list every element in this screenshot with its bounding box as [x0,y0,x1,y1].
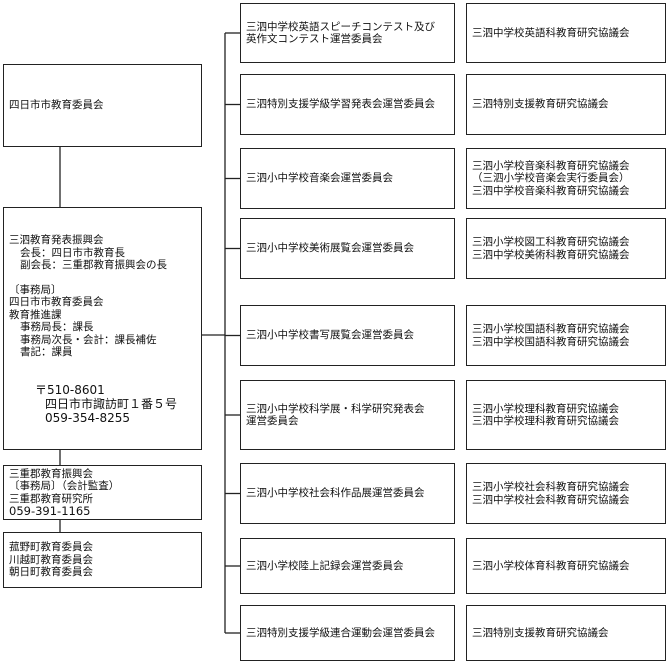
phone-number: 059-354-8255 [45,410,131,425]
council-chair: 会長：四日市市教育長 [20,246,125,259]
committee-label: 三泗中学校英語スピーチコンテスト及び [246,20,435,33]
council-box: 三泗小学校体育科教育研究協議会 [466,538,666,594]
committee-box: 三泗特別支援学級連合運動会運営委員会 [240,605,455,661]
council-label: 三泗中学校理科教育研究協議会 [472,415,619,427]
mie-line: 三重郡教育振興会 [9,467,93,480]
council-name: 三泗教育発表振興会 [9,234,104,246]
committee-box: 三泗小中学校音楽会運営委員会 [240,148,455,209]
committee-box: 三泗小中学校美術展覧会運営委員会 [240,218,455,279]
towns-box: 菰野町教育委員会 川越町教育委員会 朝日町教育委員会 [3,532,202,588]
committee-box: 三泗特別支援学級学習発表会運営委員会 [240,74,455,135]
mie-line: 〔事務局〕（会計監査） [9,480,120,492]
council-label: 三泗小学校理科教育研究協議会 [472,402,619,415]
council-box: 三泗小学校図工科教育研究協議会三泗中学校美術科教育研究協議会 [466,218,666,279]
mie-phone: 059-391-1165 [9,504,91,518]
committee-label: 三泗特別支援学級学習発表会運営委員会 [246,98,435,111]
address: 四日市市諏訪町１番５号 [45,396,178,411]
committee-label: 英作文コンテスト運営委員会 [246,33,383,45]
council-label: 三泗中学校美術科教育研究協議会 [472,248,630,261]
council-label: 三泗中学校英語科教育研究協議会 [472,26,630,39]
office-role: 書記：課員 [20,346,73,358]
council-box: 三泗特別支援教育研究協議会 [466,74,666,135]
council-box: 三泗小学校音楽科教育研究協議会（三泗小学校音楽会実行委員会）三泗中学校音楽科教育… [466,148,666,209]
postal-code: 〒510-8601 [35,382,105,397]
office-role: 事務局長：課長 [20,321,94,333]
town-item: 川越町教育委員会 [9,553,93,566]
committee-label: 三泗小中学校美術展覧会運営委員会 [246,242,414,255]
council-box: 三泗中学校英語科教育研究協議会 [466,3,666,63]
council-label: 三泗小学校音楽科教育研究協議会 [472,159,630,172]
council-box: 三泗小学校国語科教育研究協議会三泗中学校国語科教育研究協議会 [466,305,666,366]
office-heading: 〔事務局〕 [9,283,62,296]
committee-label: 三泗小中学校音楽会運営委員会 [246,172,393,185]
council-label: 三泗特別支援教育研究協議会 [472,98,609,111]
council-label: 三泗特別支援教育研究協議会 [472,626,609,639]
town-item: 朝日町教育委員会 [9,566,93,579]
council-box: 三泗特別支援教育研究協議会 [466,605,666,661]
council-label: 三泗中学校音楽科教育研究協議会 [472,184,630,197]
council-label: 三泗小学校体育科教育研究協議会 [472,559,630,572]
council-vice-chair: 副会長：三重郡教育振興会の長 [20,259,167,271]
office-org: 四日市市教育委員会 [9,296,104,308]
council-box: 三泗小学校社会科教育研究協議会三泗中学校社会科教育研究協議会 [466,463,666,524]
committee-box: 三泗中学校英語スピーチコンテスト及び英作文コンテスト運営委員会 [240,3,455,63]
committee-label: 三泗小中学校科学展・科学研究発表会 [246,402,425,415]
board-box: 四日市市教育委員会 [3,64,202,147]
town-item: 菰野町教育委員会 [9,541,93,554]
council-label: 三泗中学校社会科教育研究協議会 [472,493,630,506]
board-label: 四日市市教育委員会 [9,99,104,112]
office-dept: 教育推進課 [9,308,62,321]
council-label: 三泗小学校図工科教育研究協議会 [472,236,630,248]
council-box: 三泗教育発表振興会 会長：四日市市教育長 副会長：三重郡教育振興会の長 〔事務局… [3,207,202,450]
council-label: 三泗中学校国語科教育研究協議会 [472,335,630,348]
committee-box: 三泗小中学校社会科作品展運営委員会 [240,463,455,524]
office-role: 事務局次長・会計：課長補佐 [20,333,157,346]
committee-label: 三泗特別支援学級連合運動会運営委員会 [246,626,435,639]
committee-label: 運営委員会 [246,415,299,427]
mie-county-box: 三重郡教育振興会 〔事務局〕（会計監査） 三重郡教育研究所 059-391-11… [3,465,202,520]
committee-label: 三泗小学校陸上記録会運営委員会 [246,559,404,572]
committee-label: 三泗小中学校書写展覧会運営委員会 [246,329,414,342]
committee-label: 三泗小中学校社会科作品展運営委員会 [246,487,425,500]
committee-box: 三泗小学校陸上記録会運営委員会 [240,538,455,594]
committee-box: 三泗小中学校科学展・科学研究発表会運営委員会 [240,380,455,450]
council-box: 三泗小学校理科教育研究協議会三泗中学校理科教育研究協議会 [466,380,666,450]
mie-line: 三重郡教育研究所 [9,492,93,505]
committee-box: 三泗小中学校書写展覧会運営委員会 [240,305,455,366]
council-label: 三泗小学校社会科教育研究協議会 [472,481,630,493]
council-label: （三泗小学校音楽会実行委員会） [472,172,630,185]
council-label: 三泗小学校国語科教育研究協議会 [472,323,630,335]
